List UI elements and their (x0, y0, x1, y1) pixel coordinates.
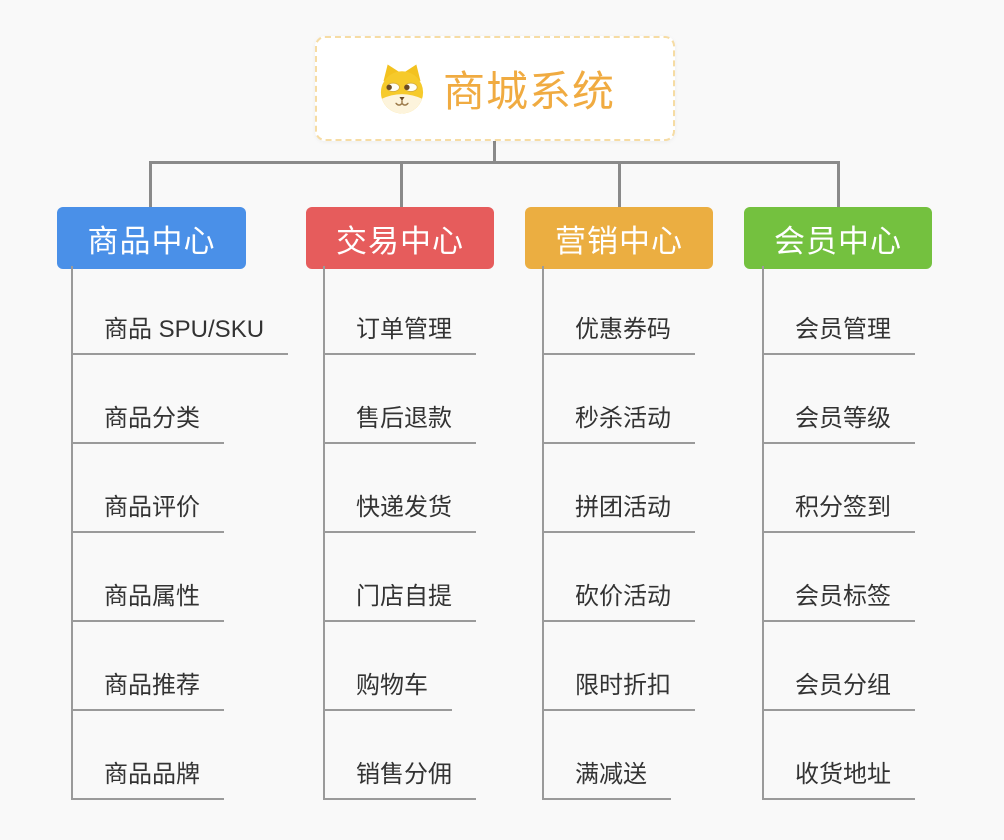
connector-column-line (542, 266, 544, 800)
node-item-label: 商品推荐 (104, 672, 200, 699)
branch-column-products: 商品 SPU/SKU 商品分类 商品评价 商品属性 商品推荐 商品品牌 (71, 266, 289, 800)
node-item[interactable]: 会员分组 (762, 622, 915, 711)
connector-root-vertical (493, 140, 496, 164)
node-item[interactable]: 会员等级 (762, 355, 915, 444)
node-item-label: 商品 SPU/SKU (104, 316, 265, 343)
node-item-label: 优惠券码 (575, 316, 671, 343)
node-item-label: 会员分组 (795, 672, 891, 699)
node-item[interactable]: 秒杀活动 (542, 355, 695, 444)
branch-label: 营销中心 (555, 223, 683, 259)
branch-node-members[interactable]: 会员中心 (744, 207, 932, 269)
node-item[interactable]: 快递发货 (323, 444, 476, 533)
branch-label: 商品中心 (87, 223, 216, 259)
branch-node-trade[interactable]: 交易中心 (306, 207, 494, 269)
node-item[interactable]: 商品 SPU/SKU (71, 266, 289, 355)
root-node[interactable]: 商城系统 (315, 36, 675, 141)
node-item-label: 门店自提 (356, 583, 452, 610)
node-item-label: 购物车 (356, 672, 428, 699)
node-item[interactable]: 限时折扣 (542, 622, 695, 711)
node-item[interactable]: 会员管理 (762, 266, 915, 355)
node-item-label: 商品属性 (104, 583, 200, 610)
node-item-label: 砍价活动 (575, 583, 671, 610)
node-item[interactable]: 收货地址 (762, 711, 915, 800)
node-item-label: 商品品牌 (104, 761, 200, 788)
connector-column-line (323, 266, 325, 800)
node-item[interactable]: 商品评价 (71, 444, 224, 533)
connector-drop-trade (400, 161, 403, 208)
branch-column-trade: 订单管理 售后退款 快递发货 门店自提 购物车 销售分佣 (323, 266, 476, 800)
node-item[interactable]: 门店自提 (323, 533, 476, 622)
node-item-label: 快递发货 (356, 494, 452, 521)
node-item-label: 会员管理 (795, 316, 891, 343)
connector-horizontal (149, 161, 840, 164)
node-item[interactable]: 满减送 (542, 711, 671, 800)
node-item-label: 限时折扣 (575, 672, 671, 699)
node-item[interactable]: 订单管理 (323, 266, 476, 355)
node-item[interactable]: 会员标签 (762, 533, 915, 622)
node-item-label: 收货地址 (795, 761, 891, 788)
node-item-label: 会员等级 (795, 405, 891, 432)
connector-drop-marketing (618, 161, 621, 208)
node-item[interactable]: 购物车 (323, 622, 452, 711)
node-item-label: 满减送 (575, 761, 647, 788)
node-item[interactable]: 砍价活动 (542, 533, 695, 622)
connector-column-line (71, 266, 73, 800)
connector-drop-products (149, 161, 152, 208)
node-item-label: 秒杀活动 (575, 405, 671, 432)
node-item-label: 订单管理 (356, 316, 452, 343)
node-item-label: 会员标签 (795, 583, 891, 610)
root-title: 商城系统 (442, 68, 615, 115)
node-item-label: 拼团活动 (575, 494, 671, 521)
branch-column-marketing: 优惠券码 秒杀活动 拼团活动 砍价活动 限时折扣 满减送 (542, 266, 695, 800)
node-item[interactable]: 拼团活动 (542, 444, 695, 533)
node-item[interactable]: 商品分类 (71, 355, 224, 444)
node-item[interactable]: 商品品牌 (71, 711, 224, 800)
branch-label: 会员中心 (774, 223, 902, 259)
node-item[interactable]: 商品推荐 (71, 622, 224, 711)
node-item-label: 售后退款 (356, 405, 452, 432)
branch-node-products[interactable]: 商品中心 (57, 207, 246, 269)
connector-drop-members (837, 161, 840, 208)
branch-column-members: 会员管理 会员等级 积分签到 会员标签 会员分组 收货地址 (762, 266, 915, 800)
branch-node-marketing[interactable]: 营销中心 (525, 207, 713, 269)
node-item[interactable]: 销售分佣 (323, 711, 476, 800)
node-item[interactable]: 优惠券码 (542, 266, 695, 355)
node-item[interactable]: 商品属性 (71, 533, 224, 622)
connector-column-line (762, 266, 764, 800)
node-item-label: 商品分类 (104, 405, 200, 432)
node-item-label: 商品评价 (104, 494, 200, 521)
node-item[interactable]: 售后退款 (323, 355, 476, 444)
node-item-label: 销售分佣 (356, 761, 452, 788)
dog-face-icon (375, 62, 429, 116)
node-item-label: 积分签到 (795, 494, 891, 521)
branch-label: 交易中心 (336, 223, 464, 259)
node-item[interactable]: 积分签到 (762, 444, 915, 533)
